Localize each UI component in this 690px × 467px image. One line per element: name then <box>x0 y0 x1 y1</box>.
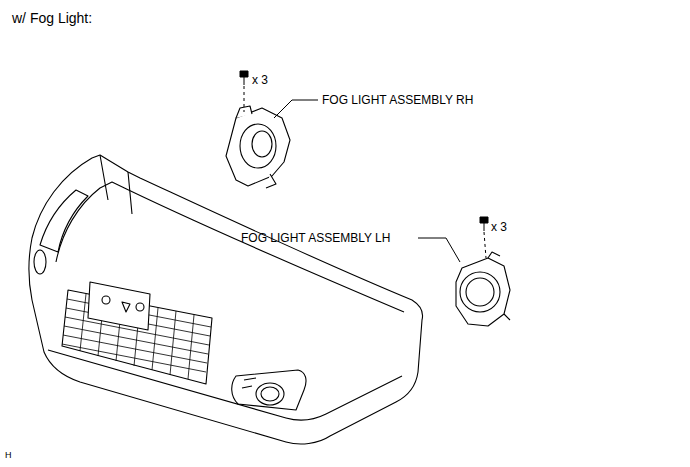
fog-light-bezel <box>232 370 306 410</box>
headlight-cutout <box>40 190 88 252</box>
bolt-head <box>240 71 248 77</box>
fog-light-housing <box>226 108 290 186</box>
fog-light-body <box>240 124 276 168</box>
bolt-shank <box>244 77 245 85</box>
fog-light-rh <box>226 106 290 188</box>
quantity-label: x 3 <box>252 74 268 86</box>
bumper-upper-ridge <box>100 155 132 214</box>
bumper-outline <box>29 155 423 444</box>
plate-hole <box>102 296 110 304</box>
front-bumper <box>29 155 423 444</box>
grille <box>62 290 212 384</box>
fog-light-lh <box>456 252 510 326</box>
leader-line <box>274 100 318 118</box>
fog-light-lens <box>252 131 272 157</box>
grille-bars <box>62 294 211 379</box>
fog-light-lens <box>466 278 494 306</box>
bolt-rh <box>240 71 248 112</box>
heading: w/ Fog Light: <box>12 11 92 25</box>
dashed-guide <box>484 232 486 258</box>
bezel-slots <box>242 378 256 388</box>
bolt-head <box>480 217 488 223</box>
fog-light-body <box>460 272 500 312</box>
mount-tab <box>236 106 276 188</box>
bolt-lh <box>480 217 488 258</box>
dashed-guide <box>244 86 245 112</box>
bumper-lower-edge <box>48 350 402 420</box>
part-name: FOG LIGHT ASSEMBLY RH <box>322 94 473 106</box>
bolt-shank <box>484 223 485 231</box>
fog-light-lens-inner <box>261 387 279 401</box>
quantity-label: x 3 <box>491 221 507 233</box>
figure-code: H <box>5 451 12 460</box>
fog-light-lens <box>256 383 284 405</box>
plate-emblem <box>122 302 130 312</box>
leader-line <box>418 238 460 262</box>
plate-holder <box>88 282 150 330</box>
fog-light-opening <box>34 250 46 274</box>
part-name: FOG LIGHT ASSEMBLY LH <box>241 232 390 244</box>
fog-light-housing <box>456 258 510 326</box>
plate-hole <box>136 303 144 311</box>
mount-tab <box>488 252 510 320</box>
